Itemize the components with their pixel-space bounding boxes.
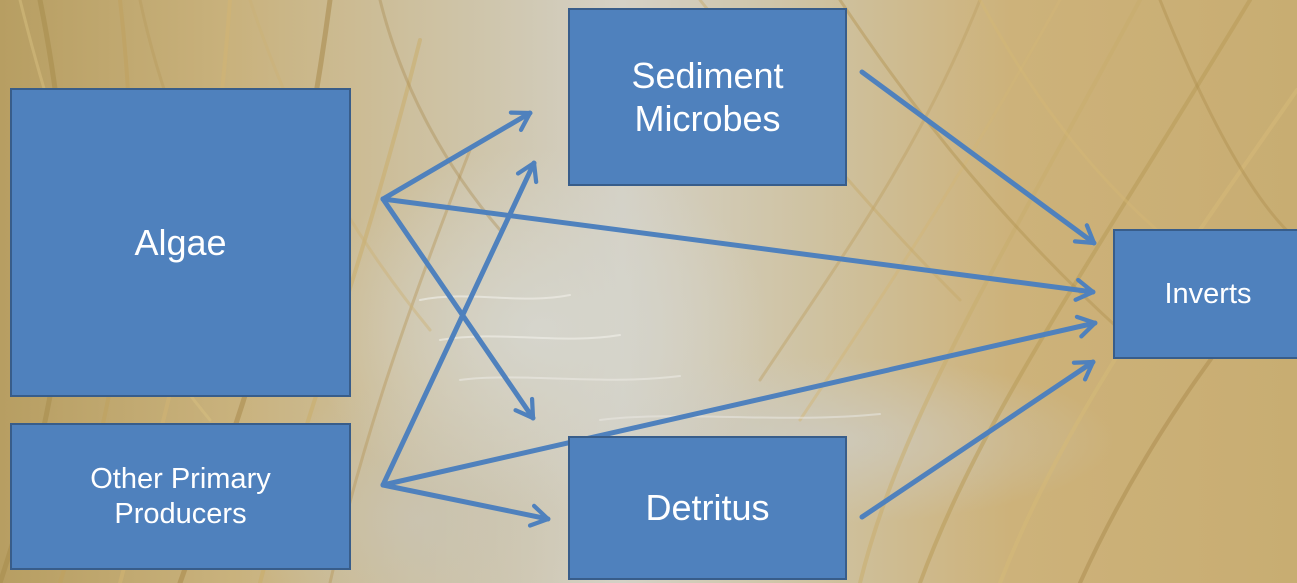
node-detritus-label: Detritus: [645, 486, 769, 529]
node-inverts-label: Inverts: [1164, 277, 1251, 312]
node-inverts: Inverts: [1113, 229, 1297, 359]
node-sediment-microbes-label: Sediment Microbes: [631, 54, 783, 140]
node-other-primary-producers-label: Other Primary Producers: [90, 462, 270, 532]
node-detritus: Detritus: [568, 436, 847, 580]
node-algae-label: Algae: [134, 221, 226, 264]
node-algae: Algae: [10, 88, 351, 397]
node-other-primary-producers: Other Primary Producers: [10, 423, 351, 570]
node-sediment-microbes: Sediment Microbes: [568, 8, 847, 186]
